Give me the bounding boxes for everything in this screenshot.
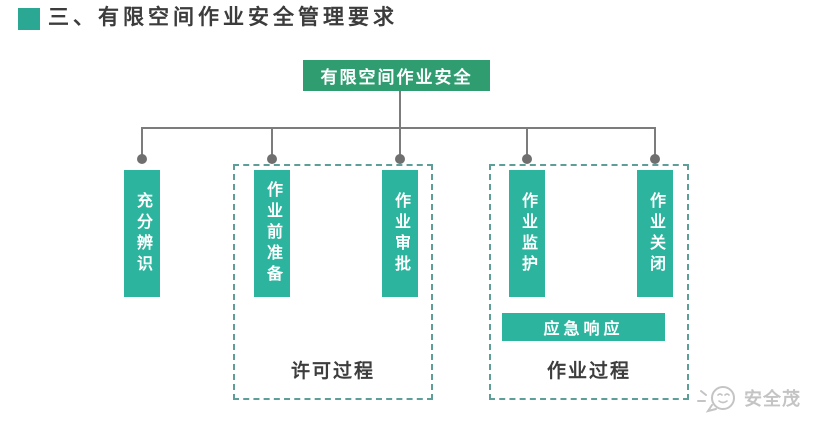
group-frame-permit-process	[233, 164, 433, 400]
group-label-permit-process: 许可过程	[290, 361, 375, 382]
connector-drop	[141, 128, 143, 158]
node-box-identification: 充分辨识	[124, 170, 160, 297]
node-label: 作业前准备	[264, 181, 281, 286]
connector-horizontal	[141, 127, 656, 129]
node-label: 应急响应	[543, 321, 624, 338]
connector-dot	[137, 154, 147, 164]
connector-drop	[399, 128, 401, 158]
node-box-pre-work-preparation: 作业前准备	[254, 170, 290, 297]
connector-dot	[650, 154, 660, 164]
root-node-label: 有限空间作业安全	[320, 68, 473, 87]
node-label: 充分辨识	[134, 191, 151, 276]
connector-dot	[522, 154, 532, 164]
connector-dot	[267, 154, 277, 164]
node-label: 作业监护	[519, 191, 536, 276]
connector-drop	[271, 128, 273, 158]
watermark: 安全茂	[696, 381, 801, 415]
connector-stem	[399, 91, 401, 128]
root-node-box: 有限空间作业安全	[303, 60, 490, 91]
node-box-work-approval: 作业审批	[382, 170, 418, 297]
node-box-work-closure: 作业关闭	[637, 170, 673, 297]
connector-dot	[395, 154, 405, 164]
node-label: 作业关闭	[647, 191, 664, 276]
page-title: 三、有限空间作业安全管理要求	[48, 6, 398, 29]
node-label: 作业审批	[392, 191, 409, 276]
connector-drop	[526, 128, 528, 158]
connector-drop	[654, 128, 656, 158]
node-box-work-monitoring: 作业监护	[509, 170, 545, 297]
chat-bubble-face-icon	[697, 386, 735, 413]
group-label-operation-process: 作业过程	[546, 361, 631, 382]
title-bullet-square	[18, 8, 40, 30]
node-box-emergency-response: 应急响应	[502, 313, 665, 341]
watermark-label: 安全茂	[744, 389, 801, 409]
group-frame-operation-process	[489, 164, 689, 400]
